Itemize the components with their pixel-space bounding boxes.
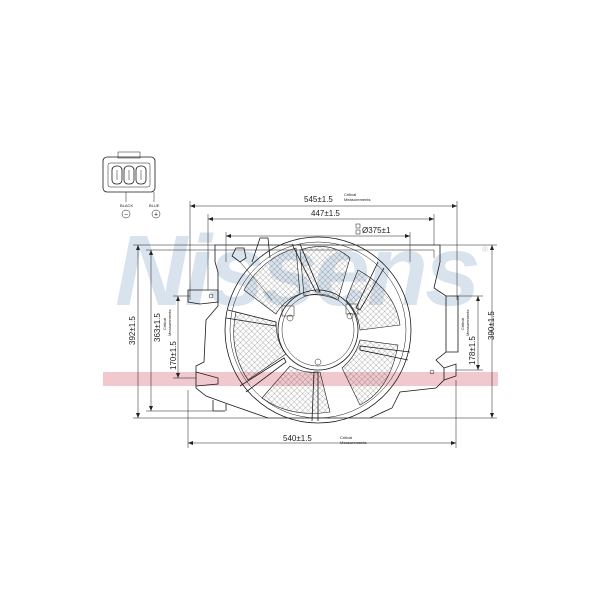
critical-label: Critical — [344, 192, 356, 197]
fan-assembly — [224, 236, 412, 424]
dim-left-mount: 170±1.5 — [169, 341, 178, 370]
dim-top-inner: 447±1.5 — [311, 209, 340, 218]
pin-label-blue: BLUE — [149, 203, 160, 208]
dimension-top-overall: 545±1.5 Critical Measurements — [189, 192, 458, 300]
dimension-left-overall: 392±1.5 — [128, 244, 268, 419]
dimension-left-inner: 363±1.5 — [146, 249, 222, 412]
critical-label: Critical — [340, 435, 352, 440]
dim-right-overall: 390±1.5 — [487, 311, 496, 340]
critical-label-2: Measurements — [344, 197, 370, 202]
minus-symbol: − — [124, 212, 128, 219]
dim-left-overall: 392±1.5 — [128, 316, 137, 345]
critical-label: Critical — [460, 318, 465, 330]
critical-label: Critical — [162, 318, 167, 330]
minus-circle-icon — [121, 209, 131, 219]
dim-left-inner: 363±1.5 — [153, 313, 162, 342]
dimension-bottom-overall: 540±1.5 Critical Measurements — [187, 380, 457, 448]
connector-diagram: BLACK BLUE − + — [102, 151, 161, 219]
dimension-right-mount: 178±1.5 Critical Measurements — [456, 295, 483, 371]
registered-mark: ® — [482, 245, 488, 254]
mount-bolt-icon — [314, 358, 322, 366]
dim-right-mount: 178±1.5 — [468, 336, 477, 365]
dim-fan-diameter: Ø375±1 — [362, 226, 391, 235]
critical-label-2: Measurements — [465, 310, 470, 336]
dim-top-overall: 545±1.5 — [304, 195, 333, 204]
plus-circle-icon — [151, 209, 161, 219]
critical-label-2: Measurements — [340, 440, 366, 445]
dimension-left-mount: 170±1.5 Critical Measurements — [162, 295, 196, 379]
dimension-top-inner: 447±1.5 — [207, 209, 435, 290]
motor-hub — [277, 289, 359, 371]
critical-label-2: Measurements — [167, 310, 172, 336]
dimension-right-overall: 390±1.5 — [370, 244, 497, 419]
mount-bolt-icon — [346, 312, 354, 320]
mount-bolt-icon — [286, 314, 294, 322]
fan-blades — [233, 246, 401, 414]
dim-bottom-overall: 540±1.5 — [283, 434, 312, 443]
fan-ring — [224, 236, 412, 424]
pin-label-black: BLACK — [120, 203, 133, 208]
motor-connector — [231, 247, 247, 263]
dimension-diameter: Ø375±1 — [225, 223, 411, 262]
plus-symbol: + — [154, 212, 158, 219]
